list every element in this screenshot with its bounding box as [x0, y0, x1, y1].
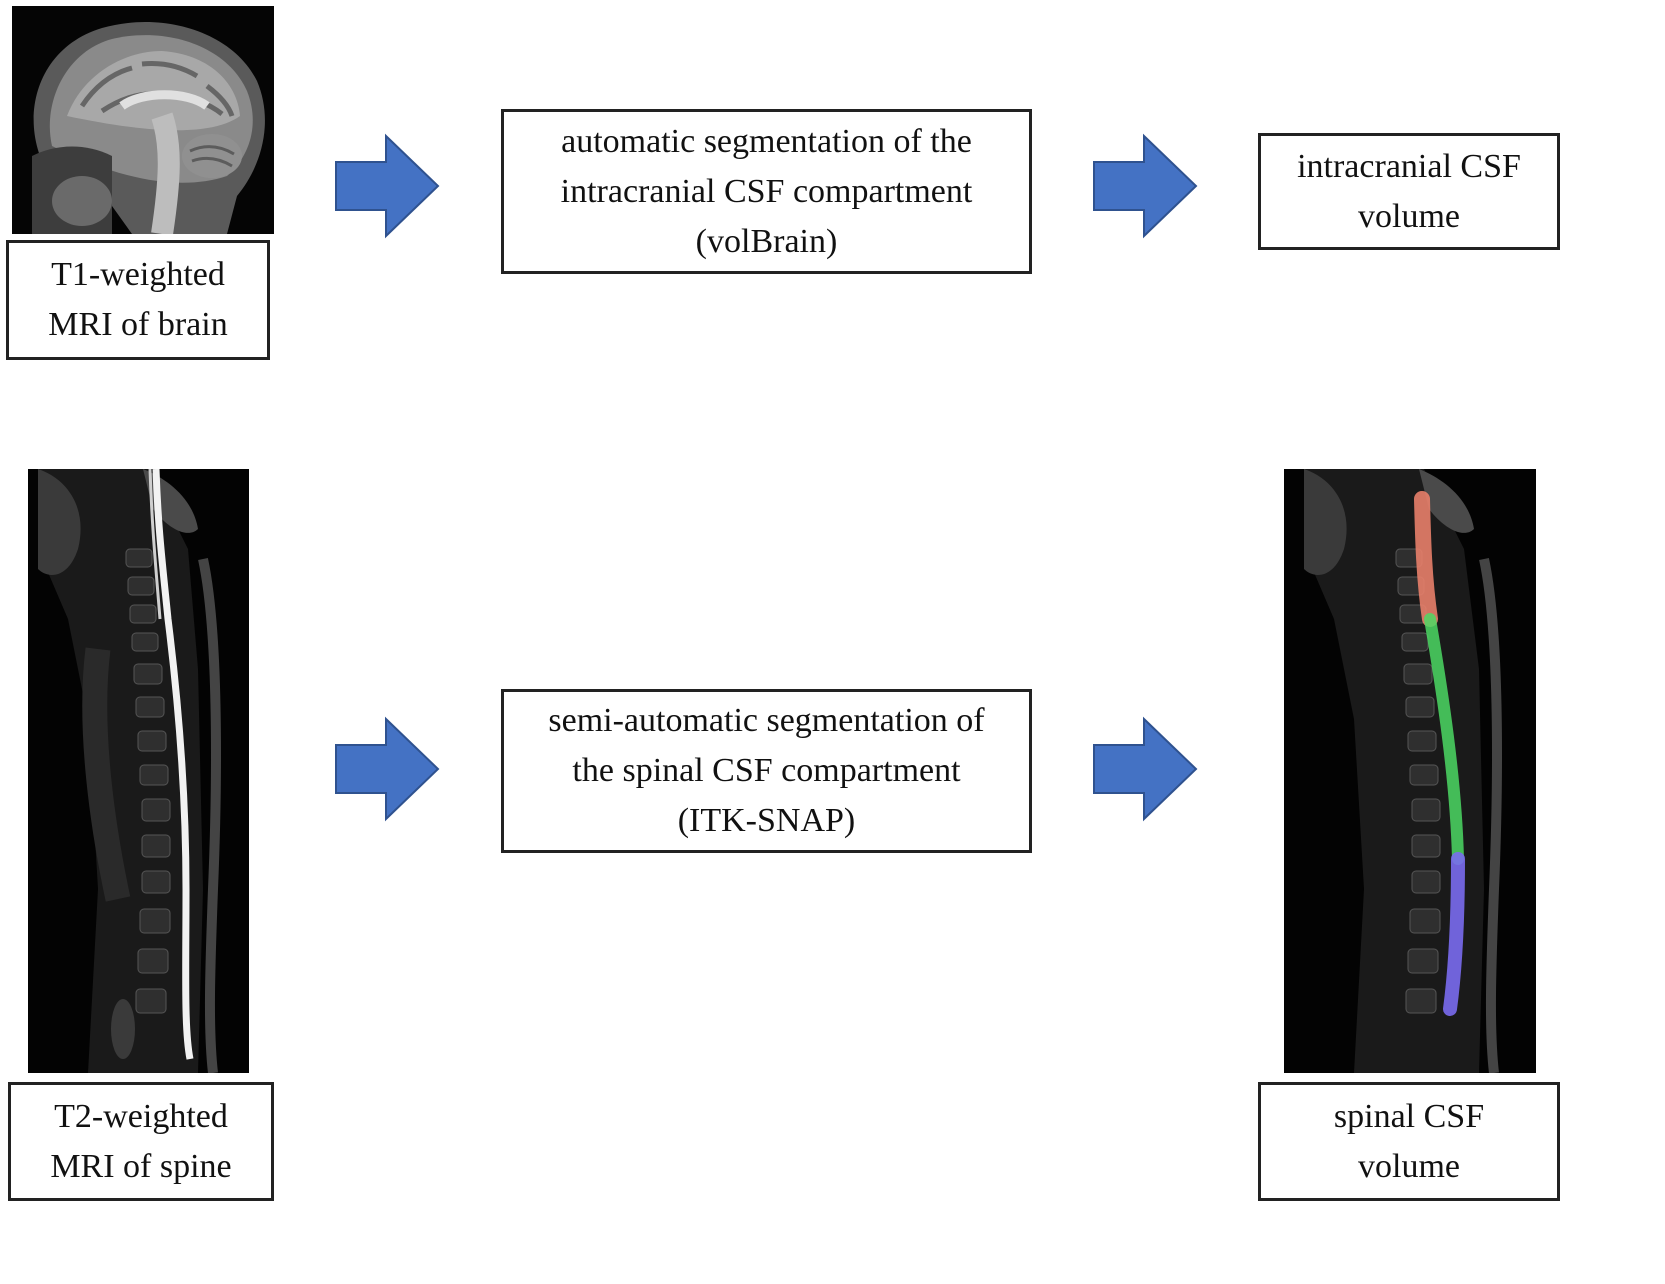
automatic-segmentation-box: automatic segmentation of the intracrani… — [501, 109, 1032, 274]
semi-automatic-segmentation-box: semi-automatic segmentation of the spina… — [501, 689, 1032, 853]
spine-mri-image — [28, 469, 249, 1073]
label-line: T2-weighted — [54, 1097, 228, 1135]
spinal-csf-volume-box: spinal CSF volume — [1258, 1082, 1560, 1201]
brain-mri-image — [12, 6, 274, 234]
intracranial-csf-volume-box: intracranial CSF volume — [1258, 133, 1560, 250]
label-line: volume — [1358, 197, 1460, 235]
label-line: T1-weighted — [51, 256, 225, 293]
label-line: MRI of spine — [50, 1147, 232, 1185]
label-line: (ITK-SNAP) — [677, 802, 856, 839]
arrow-icon — [334, 132, 442, 240]
spine-segmentation-image — [1284, 469, 1536, 1073]
arrow-icon — [334, 715, 442, 823]
label-line: automatic segmentation of the — [561, 122, 972, 160]
arrow-icon — [1092, 715, 1200, 823]
label-line: volume — [1358, 1147, 1460, 1185]
label-line: (volBrain) — [695, 222, 838, 260]
label-line: spinal CSF — [1333, 1097, 1485, 1135]
label-line: intracranial CSF — [1297, 147, 1521, 185]
arrow-icon — [1092, 132, 1200, 240]
t2-mri-spine-label: T2-weighted MRI of spine — [8, 1082, 274, 1201]
t1-mri-brain-label: T1-weighted MRI of brain — [6, 240, 270, 360]
label-line: MRI of brain — [48, 306, 228, 343]
label-line: the spinal CSF compartment — [572, 752, 961, 789]
label-line: semi-automatic segmentation of — [548, 702, 985, 739]
label-line: intracranial CSF compartment — [560, 172, 973, 210]
